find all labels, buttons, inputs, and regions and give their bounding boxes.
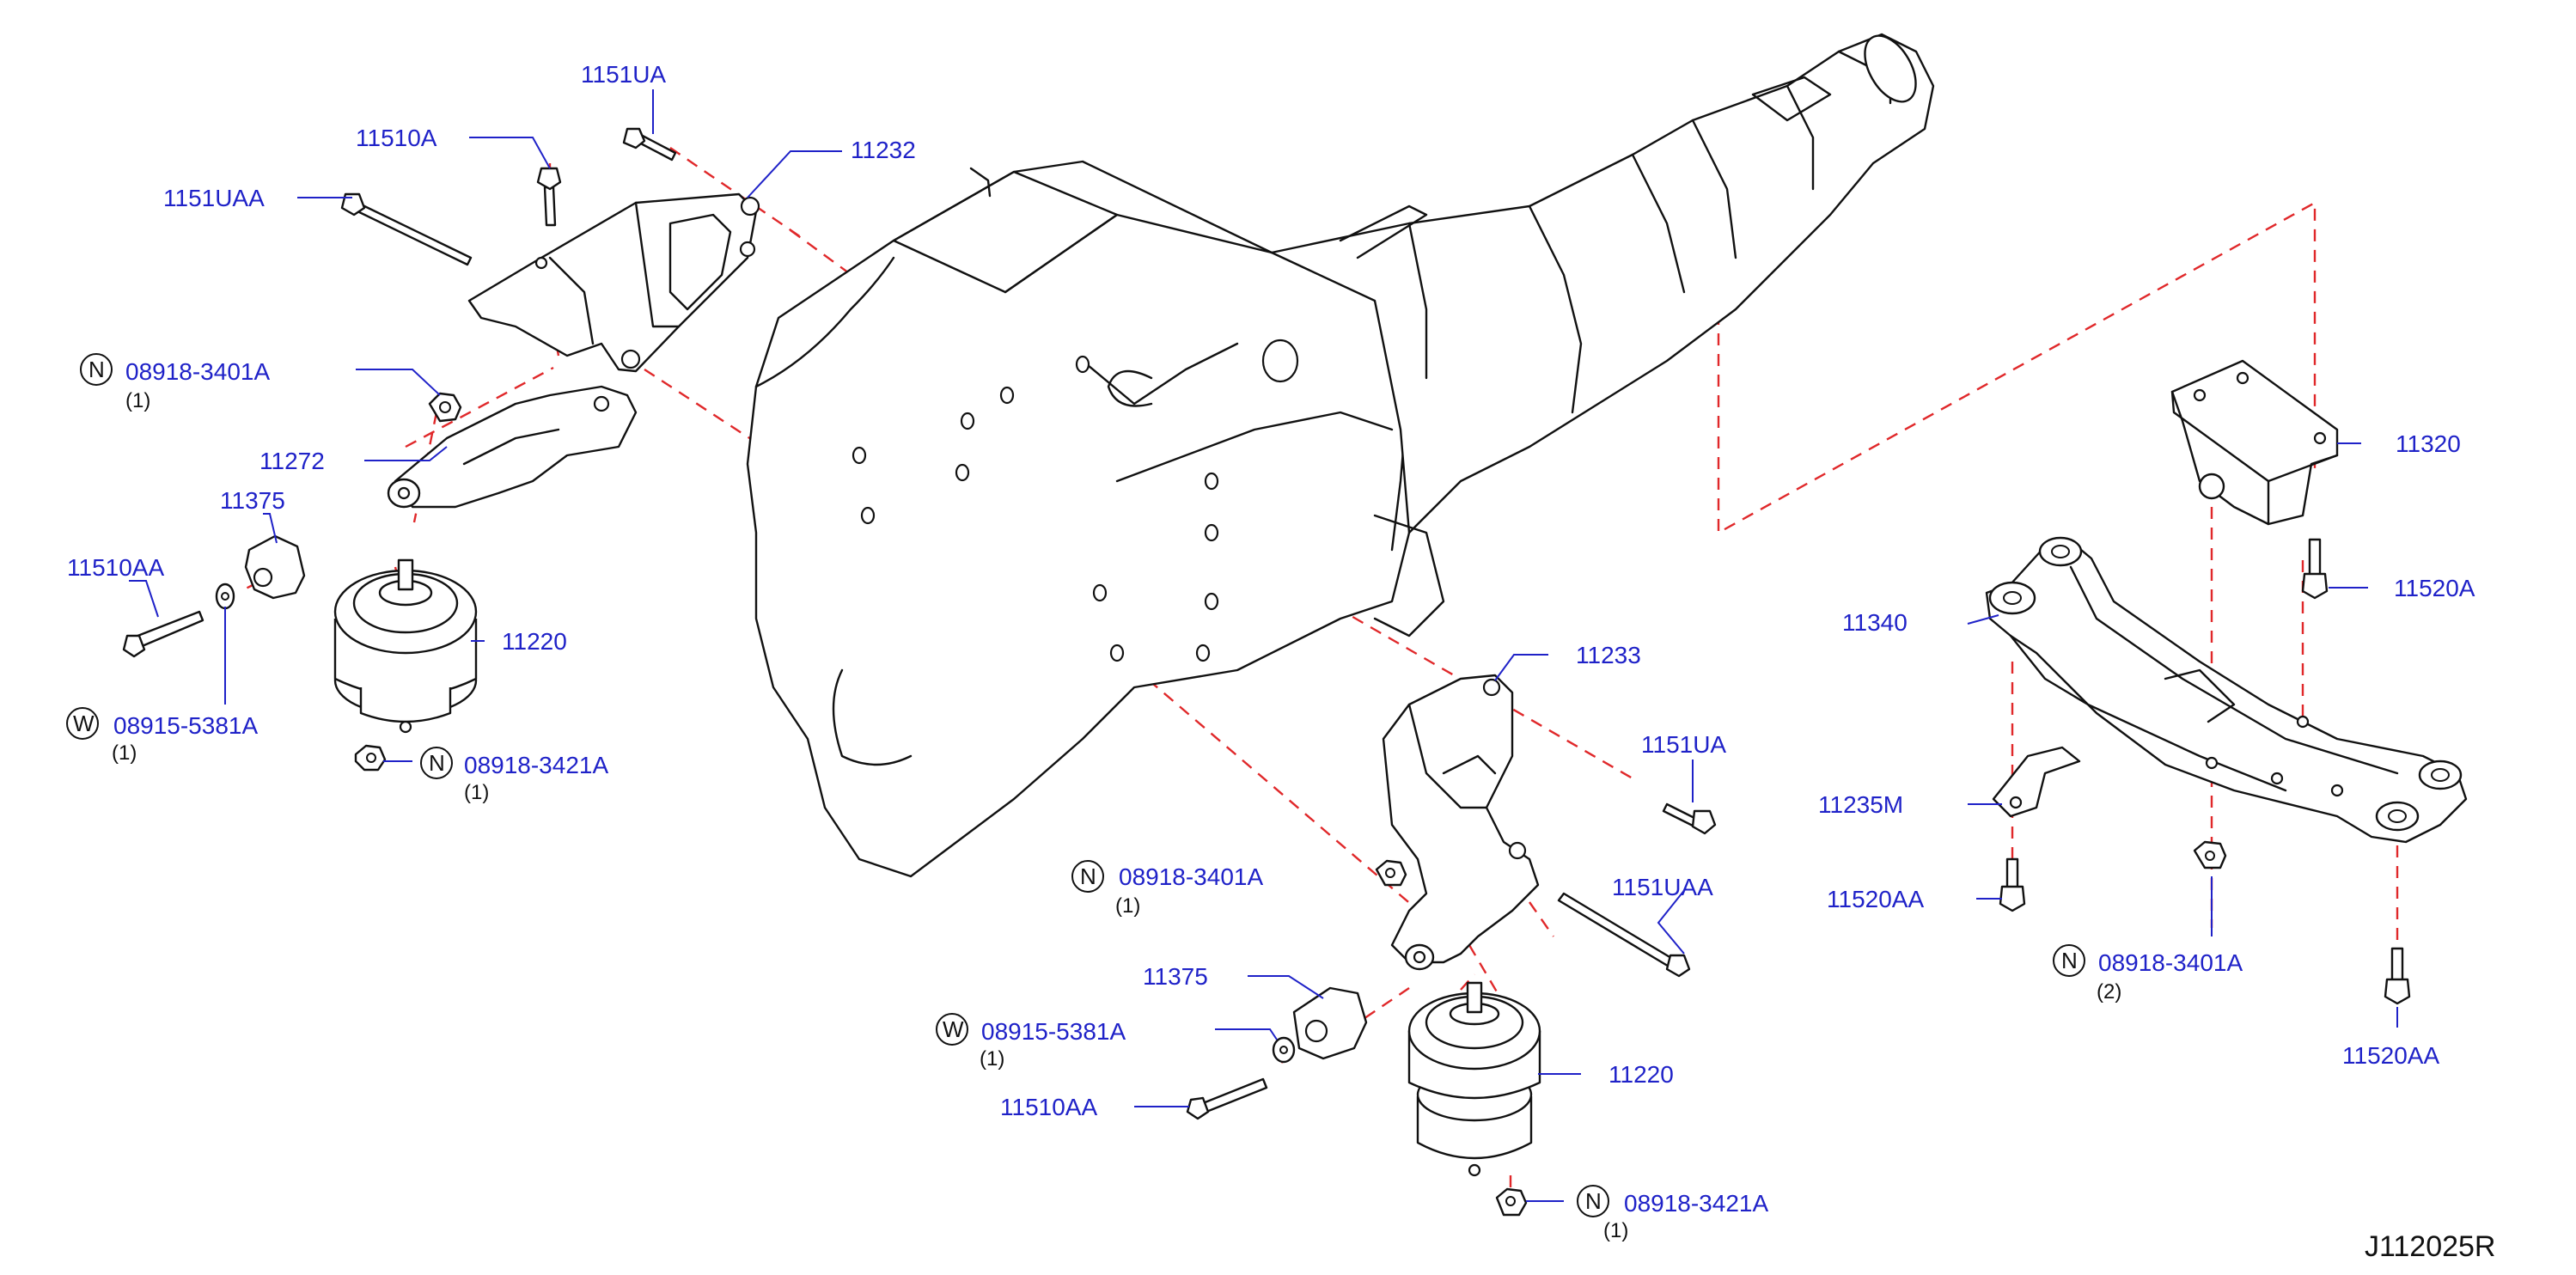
rear-bolt-11520AA-left xyxy=(1999,857,2026,912)
nut-symbol-mid-2-letter: N xyxy=(1585,1188,1602,1214)
qty-08918-3401A-mid: (1) xyxy=(1115,894,1140,918)
mid-engine-mount-insulator-11220 xyxy=(1407,981,1541,1177)
label-11232[interactable]: 11232 xyxy=(851,137,916,163)
mid-washer-08915-5381A xyxy=(1272,1036,1296,1064)
mid-bolt-11510AA xyxy=(1186,1077,1268,1120)
label-11520AA-left[interactable]: 11520AA xyxy=(1827,886,1924,912)
label-11220-mid[interactable]: 11220 xyxy=(1608,1061,1674,1088)
label-11220-left[interactable]: 11220 xyxy=(502,628,567,655)
diagram-code: J112025R xyxy=(2365,1230,2496,1263)
transmission-case xyxy=(1270,33,1935,534)
rear-bolt-11520AA-right xyxy=(2384,947,2411,1005)
engine-transmission-assembly xyxy=(746,33,1935,878)
qty-08918-3421A-left: (1) xyxy=(464,781,489,804)
label-11520AA-right[interactable]: 11520AA xyxy=(2342,1042,2439,1069)
label-1151UA-top[interactable]: 1151UA xyxy=(581,61,666,88)
nut-symbol-mid-letter: N xyxy=(1080,863,1096,889)
rear-bolt-11520A xyxy=(2301,538,2329,600)
qty-08918-3401A-left: (1) xyxy=(125,389,150,412)
label-11320[interactable]: 11320 xyxy=(2396,430,2461,457)
nut-symbol-mid xyxy=(1071,860,1104,893)
left-washer-08915-5381A xyxy=(215,583,235,610)
washer-symbol-mid xyxy=(936,1013,968,1046)
rear-mount-insulator-11320 xyxy=(2170,359,2339,526)
nut-symbol-left-2 xyxy=(420,747,453,779)
left-engine-mount-bracket-11232 xyxy=(467,192,760,373)
washer-symbol-left-letter: W xyxy=(73,711,95,736)
mid-nut-08918-3421A xyxy=(1495,1187,1528,1217)
label-1151UAA-top[interactable]: 1151UAA xyxy=(163,185,265,211)
nut-symbol-left-letter: N xyxy=(89,357,105,382)
label-11235M[interactable]: 11235M xyxy=(1818,791,1903,818)
label-1151UAA-right[interactable]: 1151UAA xyxy=(1612,874,1713,900)
mid-bushing-11375 xyxy=(1292,986,1368,1060)
leader-lines xyxy=(129,89,2398,1202)
left-nut-08918-3401A xyxy=(428,392,462,423)
nut-symbol-left-2-letter: N xyxy=(429,750,445,776)
qty-08918-3401A-right: (2) xyxy=(2097,980,2121,1004)
label-08918-3421A-mid[interactable]: 08918-3421A xyxy=(1624,1190,1768,1217)
crossmember-bracket-11235M xyxy=(1992,746,2081,818)
rear-crossmember-11340 xyxy=(1985,536,2468,844)
washer-symbol-left xyxy=(66,707,99,740)
label-08918-3401A-left[interactable]: 08918-3401A xyxy=(125,358,270,385)
nut-symbol-left xyxy=(80,353,113,386)
right-engine-mount-bracket-11233 xyxy=(1382,674,1540,971)
left-bolt-11510AA xyxy=(122,610,204,658)
label-11233[interactable]: 11233 xyxy=(1576,642,1641,668)
mid-nut-08918-3401A xyxy=(1375,859,1407,887)
label-11520A[interactable]: 11520A xyxy=(2394,575,2475,601)
label-08915-5381A-mid[interactable]: 08915-5381A xyxy=(981,1018,1126,1045)
label-08918-3401A-mid[interactable]: 08918-3401A xyxy=(1119,863,1263,890)
qty-08915-5381A-mid: (1) xyxy=(980,1047,1004,1071)
label-11510AA-mid[interactable]: 11510AA xyxy=(1000,1094,1097,1120)
mid-bolt-1151UAA xyxy=(1557,892,1691,978)
nut-symbol-mid-2 xyxy=(1577,1185,1609,1217)
left-engine-mount-insulator-11220 xyxy=(333,558,478,734)
label-11375-left[interactable]: 11375 xyxy=(220,487,285,514)
part-labels: 1151UA 11510A 11232 1151UAA N 08918-3401… xyxy=(66,61,2496,1263)
left-bushing-11375 xyxy=(244,534,306,600)
label-11340[interactable]: 11340 xyxy=(1842,609,1908,636)
label-08915-5381A-left[interactable]: 08915-5381A xyxy=(113,712,258,739)
nut-symbol-right-letter: N xyxy=(2061,948,2078,973)
label-08918-3401A-right[interactable]: 08918-3401A xyxy=(2098,949,2243,976)
label-11510AA-left[interactable]: 11510AA xyxy=(67,554,164,581)
mid-bolt-1151UA xyxy=(1662,802,1717,835)
label-08918-3421A-left[interactable]: 08918-3421A xyxy=(464,752,608,778)
label-1151UA-right[interactable]: 1151UA xyxy=(1641,731,1726,758)
label-11375-mid[interactable]: 11375 xyxy=(1143,963,1208,990)
washer-symbol-mid-letter: W xyxy=(943,1016,964,1042)
label-11510A[interactable]: 11510A xyxy=(356,125,437,151)
qty-08915-5381A-left: (1) xyxy=(112,741,137,765)
top-bolts xyxy=(340,127,677,266)
qty-08918-3421A-mid: (1) xyxy=(1603,1219,1628,1242)
nut-symbol-right xyxy=(2053,944,2085,977)
rear-nut-08918-3401A xyxy=(2193,840,2227,869)
left-nut-08918-3421A xyxy=(354,744,387,772)
label-11272[interactable]: 11272 xyxy=(259,448,325,474)
left-insulator-bracket-11272 xyxy=(387,385,638,509)
